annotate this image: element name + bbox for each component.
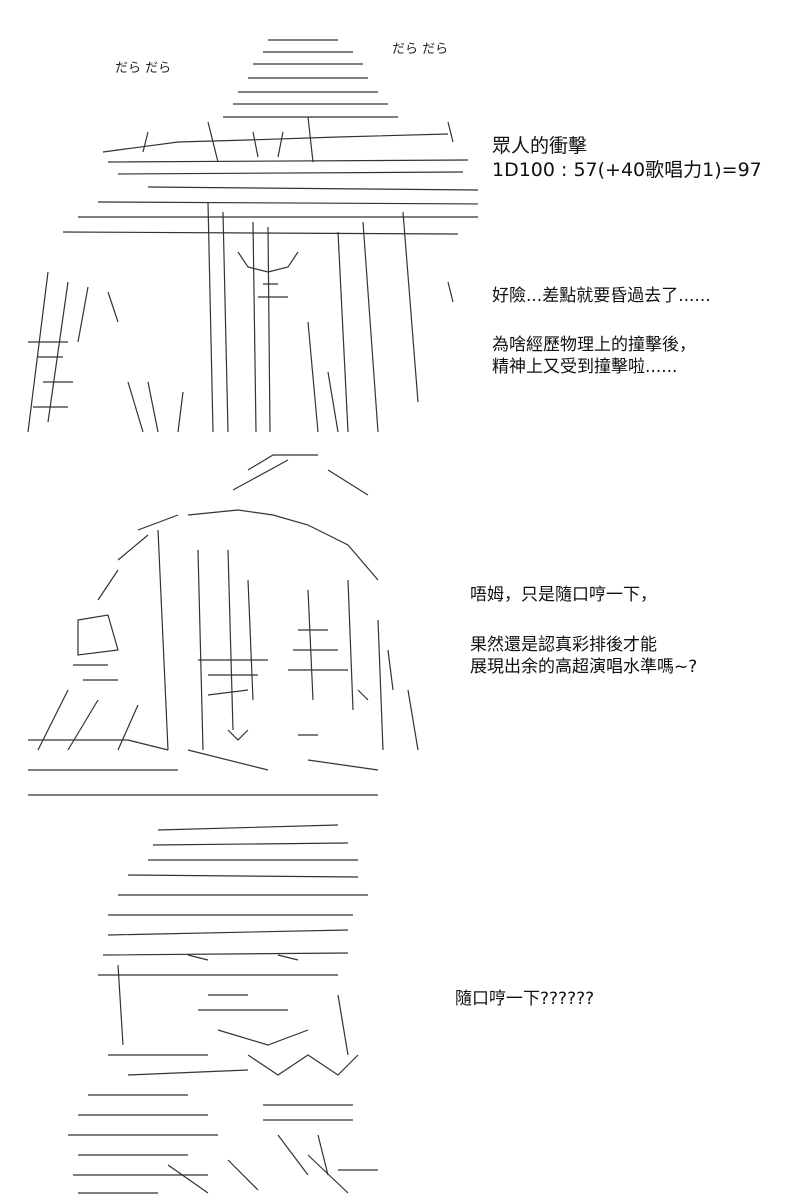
dialogue-panel-2-line-2: 果然還是認真彩排後才能 展現出余的高超演唱水準嗎~? — [470, 635, 698, 677]
dialogue-panel-3: 隨口哼一下?????? — [455, 989, 595, 1009]
ascii-art-character-3 — [8, 815, 478, 1195]
sound-effect-left: だら だら — [115, 61, 172, 76]
dice-roll-text: 眾人的衝擊 1D100 : 57(+40歌唱力1)=97 — [492, 134, 762, 182]
dice-roll-title: 眾人的衝擊 — [492, 135, 588, 157]
dice-roll-result: 1D100 : 57(+40歌唱力1)=97 — [492, 159, 762, 181]
dialogue-panel-2-line-1: 唔姆，只是隨口哼一下， — [470, 585, 657, 605]
ascii-art-character-1 — [8, 22, 478, 437]
sound-effect-right: だら だら — [392, 42, 449, 57]
dialogue-panel-1-line-1: 好險...差點就要昏過去了...... — [492, 286, 711, 306]
ascii-art-character-2 — [8, 450, 478, 805]
panel-3: 隨口哼一下?????? — [0, 815, 800, 1200]
panel-2: 唔姆，只是隨口哼一下， 果然還是認真彩排後才能 展現出余的高超演唱水準嗎~? — [0, 450, 800, 815]
dialogue-panel-1-line-2: 為啥經歷物理上的撞擊後， 精神上又受到撞擊啦...... — [492, 335, 696, 377]
panel-1: だら だら だら だら 眾人的衝擊 1D10 — [0, 0, 800, 450]
